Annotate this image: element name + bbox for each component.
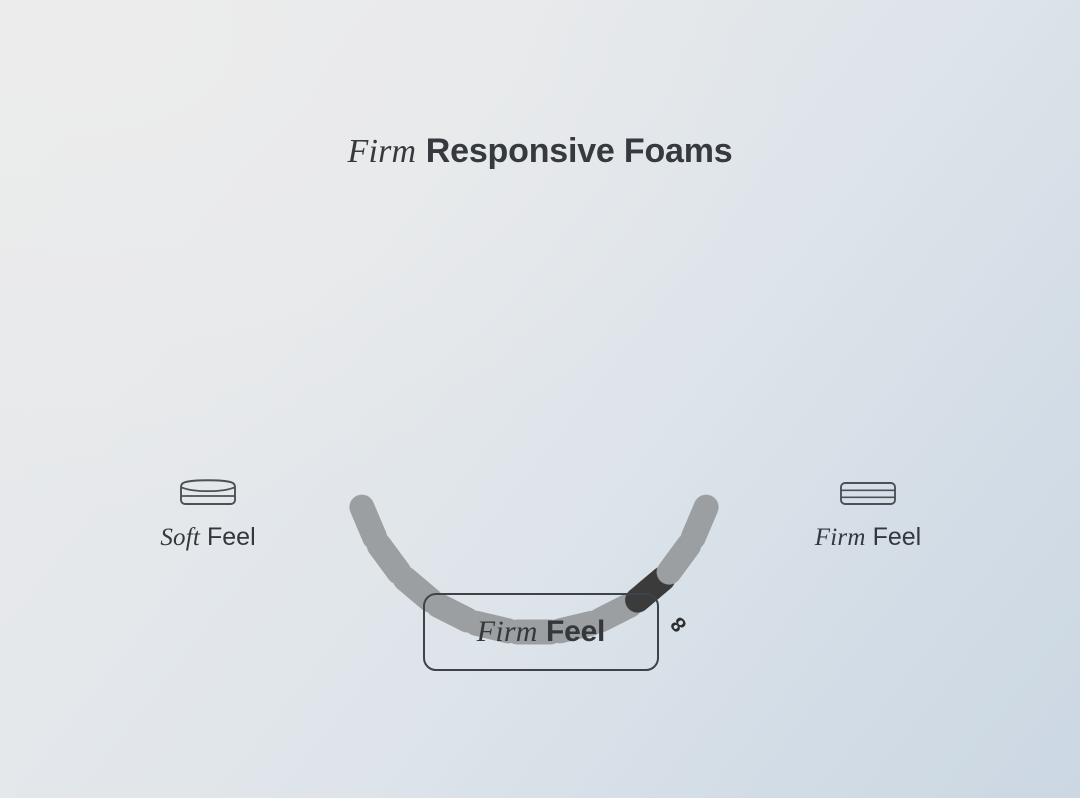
selected-feel-button[interactable]: Firm Feel: [423, 593, 659, 671]
page-title-emphasis: Firm: [347, 133, 417, 170]
dial-max-label: Firm Feel: [748, 523, 988, 552]
firm-mattress-icon: [748, 474, 988, 508]
dial-tick-value: 8: [666, 612, 692, 637]
dial-max-label-emphasis: Firm: [814, 524, 866, 551]
dial-max-label-rest: Feel: [872, 523, 922, 551]
selected-feel-label: Firm Feel: [476, 615, 606, 648]
selected-feel-emphasis: Firm: [476, 615, 538, 648]
dial-min-label: Soft Feel: [88, 523, 328, 552]
dial-min-label-rest: Feel: [207, 523, 256, 551]
selected-feel-rest: Feel: [545, 615, 606, 648]
dial-min-end: Soft Feel: [88, 474, 328, 552]
dial-tick[interactable]: [676, 490, 723, 554]
dial-min-label-emphasis: Soft: [160, 524, 201, 551]
soft-mattress-icon: [88, 474, 328, 508]
page-title: Firm Responsive Foams: [0, 131, 1080, 173]
page-title-rest: Responsive Foams: [425, 132, 733, 170]
dial-max-end: Firm Feel: [748, 474, 988, 552]
